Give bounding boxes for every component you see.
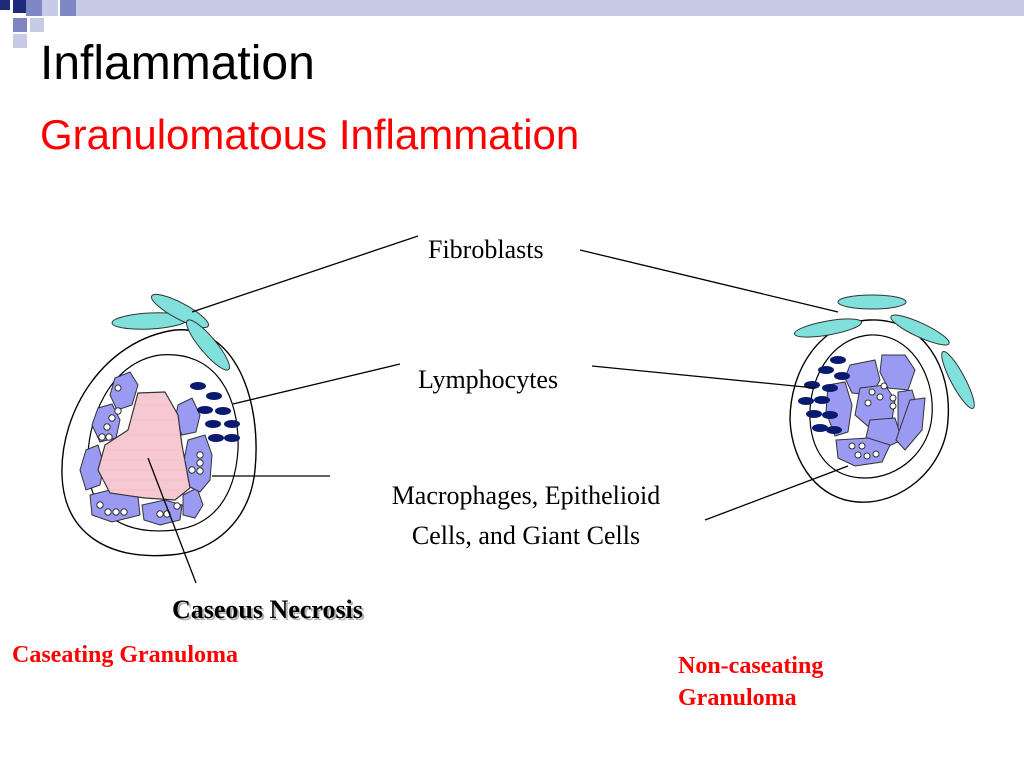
caseating-granuloma (61, 293, 257, 557)
label-macrophages-line1: Macrophages, Epithelioid (391, 481, 661, 510)
leader-lines (147, 235, 849, 584)
label-noncaseating-line2: Granuloma (678, 685, 797, 711)
label-fibroblasts: Fibroblasts (428, 235, 544, 264)
label-caseating-granuloma: Caseating Granuloma (12, 642, 239, 668)
slide-title: Inflammation (40, 37, 315, 90)
noncaseating-granuloma (789, 294, 975, 503)
corner-decoration (0, 0, 1024, 48)
slide-subtitle: Granulomatous Inflammation (40, 111, 580, 158)
label-macrophages-line2: Cells, and Giant Cells (411, 521, 641, 550)
label-noncaseating-line1: Non-caseating (678, 653, 824, 679)
label-noncaseating-granuloma: Non-caseating Granuloma (678, 650, 823, 714)
label-caseous-necrosis: Caseous Necrosis (172, 595, 363, 624)
lymphocytes-left (190, 382, 240, 442)
label-macrophages: Macrophages, Epithelioid Cells, and Gian… (340, 476, 712, 556)
lymphocytes-right (798, 356, 850, 434)
label-lymphocytes: Lymphocytes (418, 365, 559, 394)
